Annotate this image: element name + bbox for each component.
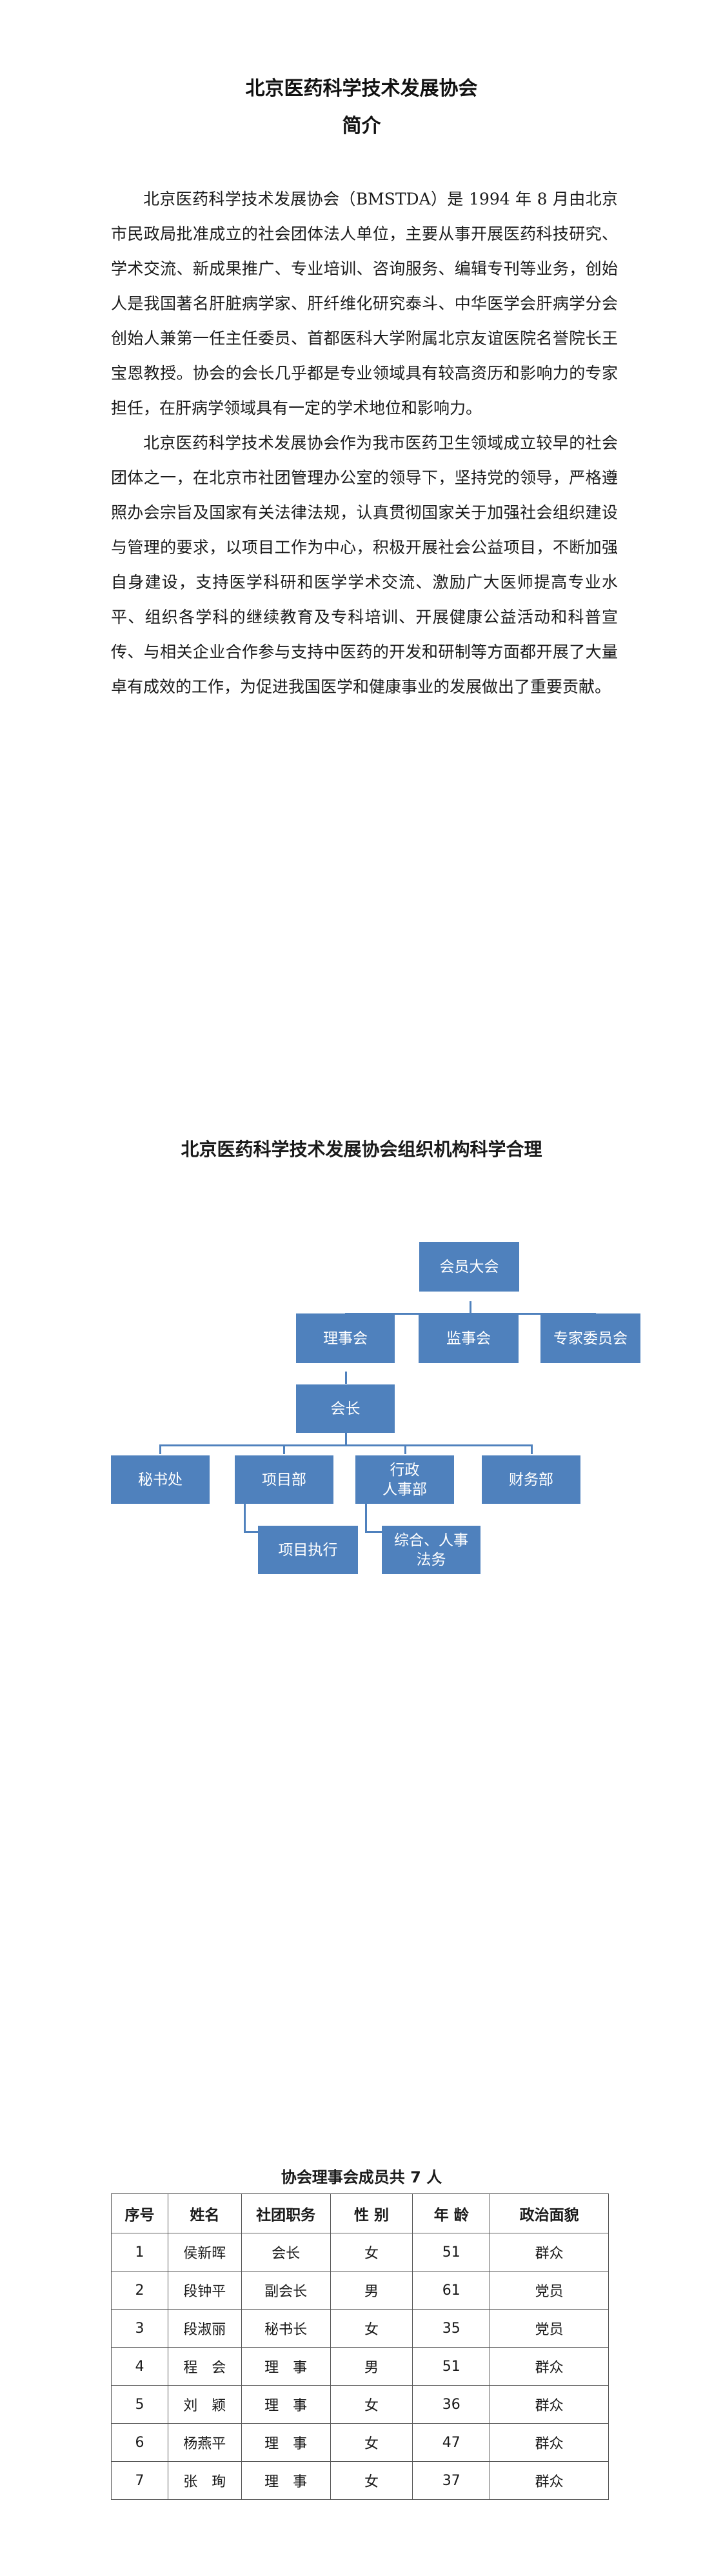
- org-box-admin-hr: 行政人事部: [355, 1455, 454, 1504]
- column-header: 政治面貌: [490, 2193, 609, 2233]
- org-connector: [244, 1503, 246, 1533]
- intro-paragraph-2: 北京医药科学技术发展协会作为我市医药卫生领域成立较早的社会团体之一，在北京市社团…: [111, 434, 618, 696]
- table-cell: 党员: [490, 2271, 609, 2310]
- org-connector: [244, 1531, 258, 1533]
- table-cell: 群众: [490, 2233, 609, 2271]
- column-header: 姓名: [167, 2193, 242, 2233]
- org-box-expert-committee: 专家委员会: [540, 1313, 640, 1363]
- table-cell: 51: [412, 2233, 491, 2271]
- table-cell: 36: [412, 2385, 491, 2424]
- org-connector: [159, 1444, 161, 1454]
- table-cell: 1: [111, 2233, 168, 2271]
- table-row: 2 段钟平 副会长 男 61 党员: [111, 2271, 609, 2310]
- column-header: 社团职务: [241, 2193, 331, 2233]
- table-cell: 7: [111, 2461, 168, 2500]
- table-cell: 群众: [490, 2385, 609, 2424]
- table-cell: 群众: [490, 2423, 609, 2462]
- table-cell: 35: [412, 2309, 491, 2348]
- table-cell: 杨燕平: [167, 2423, 242, 2462]
- table-cell: 5: [111, 2385, 168, 2424]
- table-cell: 段钟平: [167, 2271, 242, 2310]
- table-row: 5 刘 颖 理 事 女 36 群众: [111, 2385, 609, 2424]
- table-cell: 47: [412, 2423, 491, 2462]
- org-connector: [365, 1503, 367, 1533]
- table-cell: 副会长: [241, 2271, 331, 2310]
- table-row: 1 侯新晖 会长 女 51 群众: [111, 2233, 609, 2271]
- table-cell: 女: [330, 2385, 413, 2424]
- table-cell: 6: [111, 2423, 168, 2462]
- table-cell: 刘 颖: [167, 2385, 242, 2424]
- table-cell: 张 珣: [167, 2461, 242, 2500]
- table-row: 6 杨燕平 理 事 女 47 群众: [111, 2423, 609, 2462]
- table-cell: 理 事: [241, 2461, 331, 2500]
- table-row: 3 段淑丽 秘书长 女 35 党员: [111, 2309, 609, 2348]
- table-cell: 理 事: [241, 2347, 331, 2386]
- org-box-finance-dept: 财务部: [482, 1455, 580, 1504]
- org-connector: [345, 1433, 347, 1446]
- members-table: 序号 姓名 社团职务 性 别 年 龄 政治面貌 1 侯新晖 会长 女 51 群众…: [111, 2193, 609, 2500]
- org-connector: [345, 1372, 347, 1384]
- table-cell: 理 事: [241, 2423, 331, 2462]
- table-cell: 61: [412, 2271, 491, 2310]
- table-cell: 2: [111, 2271, 168, 2310]
- table-cell: 程 会: [167, 2347, 242, 2386]
- table-cell: 段淑丽: [167, 2309, 242, 2348]
- table-cell: 女: [330, 2461, 413, 2500]
- org-connector: [531, 1444, 533, 1454]
- table-cell: 男: [330, 2271, 413, 2310]
- table-header-row: 序号 姓名 社团职务 性 别 年 龄 政治面貌: [111, 2193, 609, 2233]
- table-cell: 女: [330, 2309, 413, 2348]
- table-cell: 4: [111, 2347, 168, 2386]
- org-box-project-exec: 项目执行: [258, 1526, 358, 1574]
- page-subtitle: 简介: [342, 115, 381, 137]
- org-chart-title: 北京医药科学技术发展协会组织机构科学合理: [181, 1139, 542, 1160]
- org-box-supervisory: 监事会: [419, 1313, 519, 1363]
- table-cell: 侯新晖: [167, 2233, 242, 2271]
- page-title: 北京医药科学技术发展协会: [245, 77, 478, 100]
- org-box-council: 理事会: [296, 1313, 395, 1363]
- table-cell: 女: [330, 2423, 413, 2462]
- org-box-secretariat: 秘书处: [111, 1455, 210, 1504]
- table-cell: 会长: [241, 2233, 331, 2271]
- table-cell: 群众: [490, 2461, 609, 2500]
- org-connector: [159, 1444, 533, 1446]
- table-cell: 党员: [490, 2309, 609, 2348]
- org-connector: [404, 1444, 406, 1454]
- org-connector: [470, 1301, 471, 1314]
- org-box-general-hr-legal: 综合、人事法务: [382, 1526, 480, 1574]
- org-connector: [283, 1444, 285, 1454]
- org-box-general-assembly: 会员大会: [419, 1242, 519, 1292]
- column-header: 年 龄: [412, 2193, 491, 2233]
- intro-section: 北京医药科学技术发展协会（BMSTDA）是 1994 年 8 月由北京市民政局批…: [111, 182, 618, 704]
- members-table-title: 协会理事会成员共 7 人: [281, 2168, 442, 2186]
- table-row: 4 程 会 理 事 男 51 群众: [111, 2347, 609, 2386]
- table-cell: 51: [412, 2347, 491, 2386]
- org-box-president: 会长: [296, 1384, 395, 1433]
- table-cell: 秘书长: [241, 2309, 331, 2348]
- table-cell: 37: [412, 2461, 491, 2500]
- table-cell: 女: [330, 2233, 413, 2271]
- intro-paragraph-1: 北京医药科学技术发展协会（BMSTDA）是 1994 年 8 月由北京市民政局批…: [111, 190, 618, 417]
- table-cell: 群众: [490, 2347, 609, 2386]
- column-header: 序号: [111, 2193, 168, 2233]
- org-box-project-dept: 项目部: [235, 1455, 333, 1504]
- table-cell: 理 事: [241, 2385, 331, 2424]
- table-cell: 3: [111, 2309, 168, 2348]
- column-header: 性 别: [330, 2193, 413, 2233]
- org-connector: [365, 1531, 382, 1533]
- table-cell: 男: [330, 2347, 413, 2386]
- table-row: 7 张 珣 理 事 女 37 群众: [111, 2461, 609, 2500]
